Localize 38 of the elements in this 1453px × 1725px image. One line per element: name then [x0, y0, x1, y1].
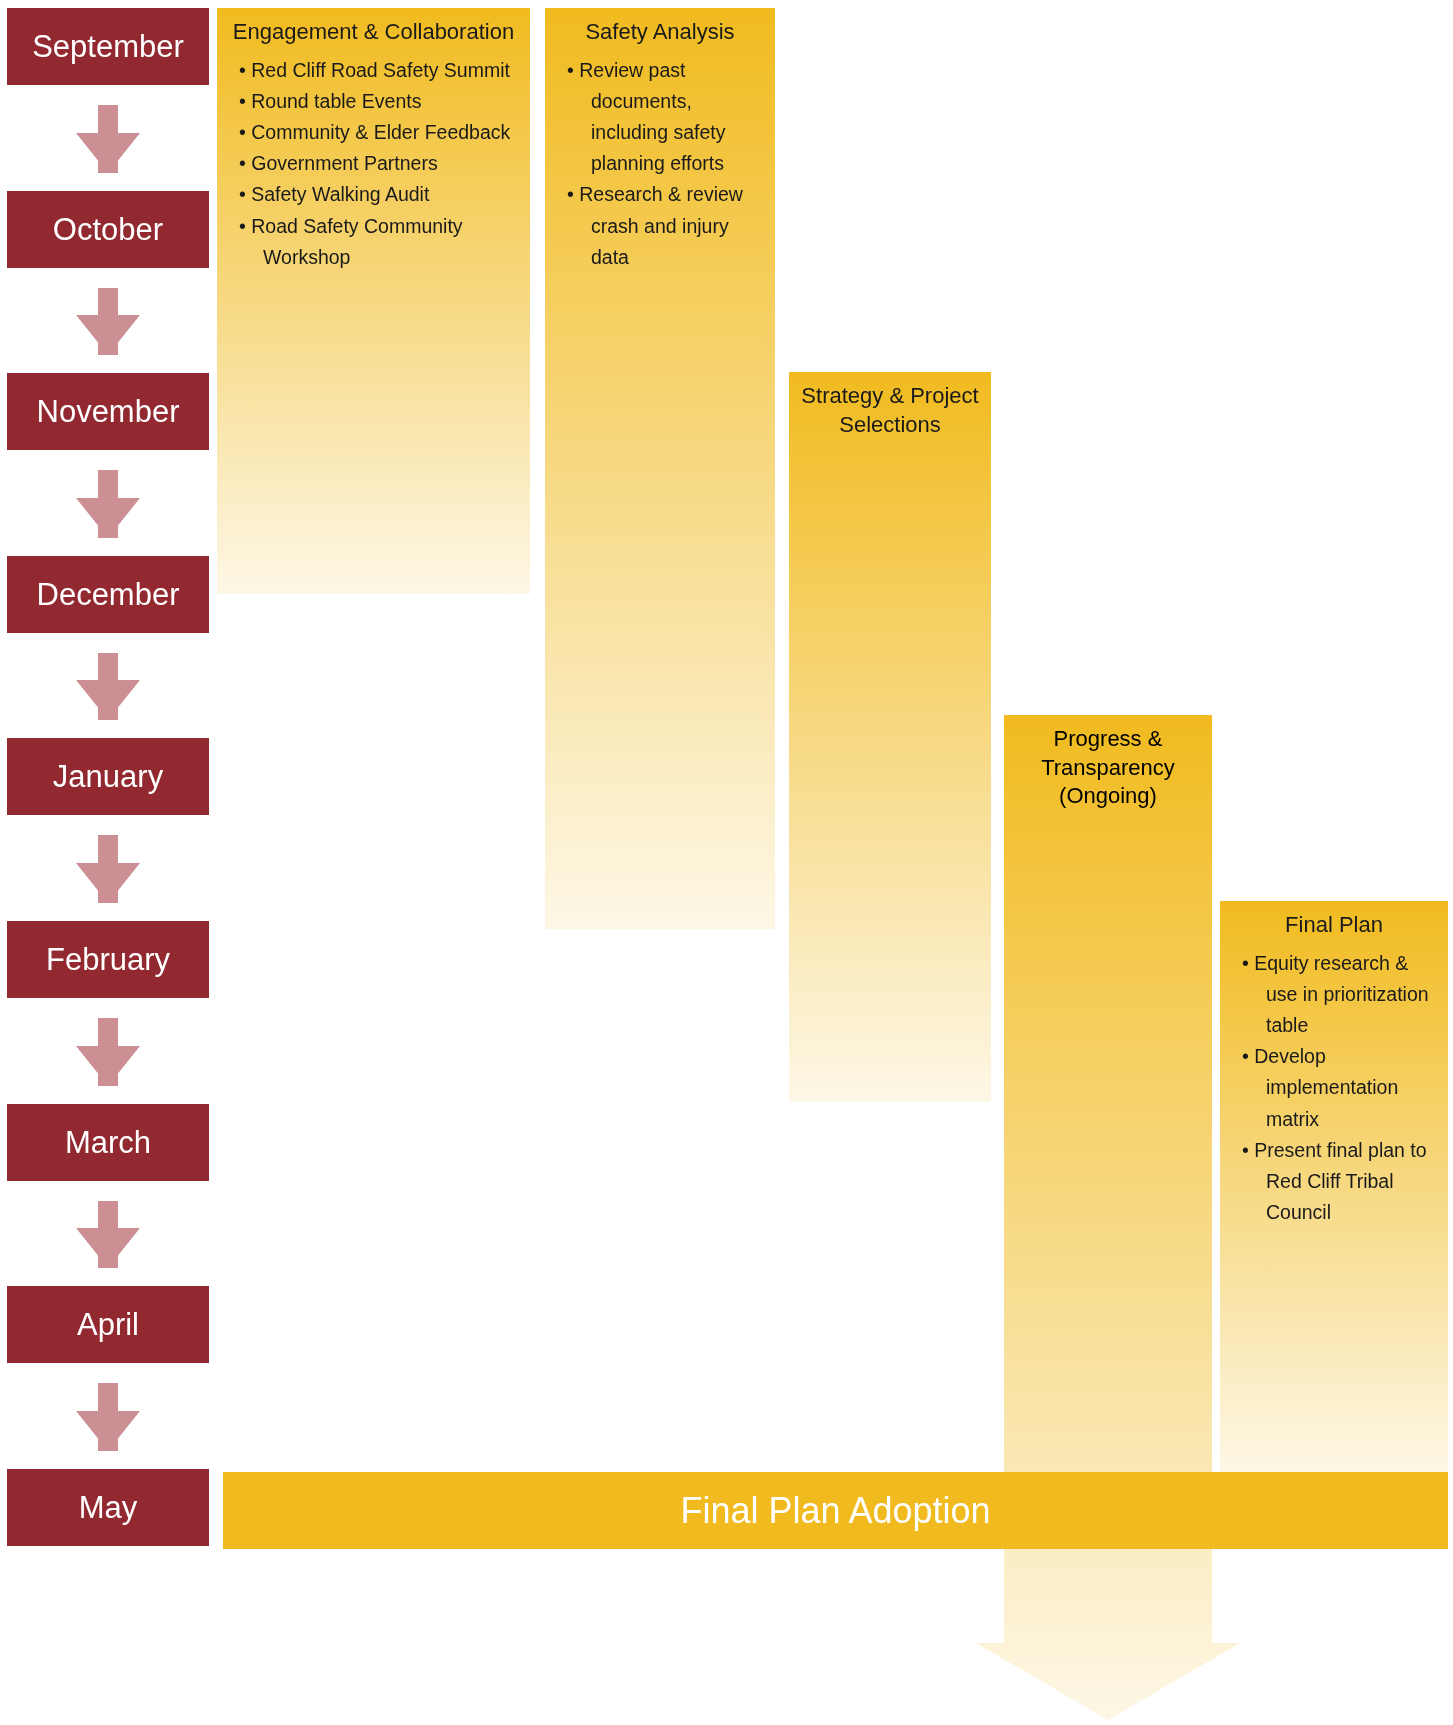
bullet-item: • Government Partners — [239, 151, 439, 177]
down-arrow — [76, 105, 140, 173]
month-box: May — [7, 1469, 209, 1546]
month-box: December — [7, 556, 209, 633]
bullet-item: • Review past documents, including safety planning efforts — [567, 57, 727, 177]
bullet-item: • Community & Elder Feedback — [239, 119, 512, 145]
phase-heading: Final Plan — [1284, 911, 1384, 939]
phase-bar — [217, 8, 530, 594]
milestone-bar: Final Plan Adoption — [223, 1472, 1448, 1549]
down-arrow — [76, 835, 140, 903]
down-arrow — [76, 288, 140, 355]
phase-bar — [545, 8, 775, 929]
phase-heading: Engagement & Collaboration — [231, 18, 516, 46]
month-box: April — [7, 1286, 209, 1363]
month-box: October — [7, 191, 209, 268]
month-box: March — [7, 1104, 209, 1181]
phase-heading: Safety Analysis — [584, 18, 736, 46]
month-box: September — [7, 8, 209, 85]
bullet-item: • Develop implementation matrix — [1242, 1044, 1400, 1132]
phase-bar — [1220, 901, 1448, 1474]
bullet-item: • Equity research & use in prioritization table — [1242, 950, 1430, 1038]
down-arrow — [76, 1018, 140, 1086]
month-box: February — [7, 921, 209, 998]
down-arrow — [76, 1201, 140, 1268]
month-box: January — [7, 738, 209, 815]
bullet-item: • Red Cliff Road Safety Summit — [239, 57, 511, 83]
bullet-item: • Research & review crash and injury data — [567, 182, 744, 270]
bullet-item: • Present final plan to Red Cliff Tribal Council — [1242, 1137, 1428, 1226]
month-box: November — [7, 373, 209, 450]
down-arrow — [76, 1383, 140, 1451]
phase-heading: Strategy & Project Selections — [800, 382, 980, 439]
phase-bar — [789, 372, 991, 1102]
bullet-item: • Road Safety Community Workshop — [239, 213, 464, 270]
phase-heading: Progress & Transparency (Ongoing) — [1040, 725, 1176, 811]
bullet-item: • Safety Walking Audit — [239, 182, 431, 208]
bullet-item: • Round table Events — [239, 88, 423, 114]
down-arrow — [76, 470, 140, 538]
down-arrow — [76, 653, 140, 720]
